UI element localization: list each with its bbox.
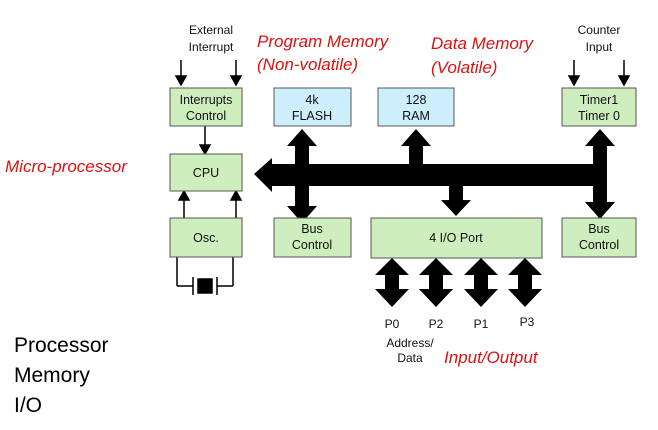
counter-input-label-line2: Input (586, 40, 613, 54)
port-arrow-p0 (375, 258, 409, 307)
data-memory-sublabel: (Volatile) (431, 58, 497, 77)
bus-control-right-line1: Bus (588, 222, 610, 236)
program-memory-sublabel: (Non-volatile) (257, 55, 358, 74)
system-bus (254, 129, 615, 307)
external-interrupt-label-line2: Interrupt (189, 40, 234, 54)
interrupts-control-block: Interrupts Control (169, 87, 243, 127)
timer-label-line2: Timer 0 (578, 109, 620, 123)
summary-memory: Memory (14, 364, 90, 387)
port-label-p2: P2 (429, 317, 444, 331)
io-port-label: 4 I/O Port (429, 231, 483, 245)
microprocessor-label: Micro-processor (5, 157, 128, 176)
data-memory-label: Data Memory (431, 34, 535, 53)
port-label-p0: P0 (385, 317, 400, 331)
counter-input-label-line1: Counter (578, 23, 621, 37)
timer-label-line1: Timer1 (580, 93, 618, 107)
port-arrow-p2 (419, 258, 453, 307)
flash-label-line1: 4k (305, 93, 319, 107)
ram-block: 128 RAM (377, 87, 455, 127)
input-output-label: Input/Output (444, 348, 539, 367)
bus-control-right-block: Bus Control (561, 217, 637, 258)
ram-bus-arrow (401, 129, 431, 166)
summary-io: I/O (14, 394, 42, 417)
port-arrow-p1 (464, 258, 498, 307)
main-bus-arrow (254, 158, 600, 192)
io-bus-arrow (441, 184, 471, 216)
external-interrupt-arrows (174, 60, 243, 87)
port-label-p1: P1 (474, 317, 489, 331)
interrupts-label-line2: Control (186, 109, 226, 123)
bus-control-left-block: Bus Control (273, 217, 352, 258)
summary-processor: Processor (14, 334, 109, 357)
bus-control-left-line1: Bus (301, 222, 323, 236)
address-data-label-line2: Data (397, 351, 423, 365)
io-port-block: 4 I/O Port (370, 217, 543, 259)
interrupts-label-line1: Interrupts (180, 93, 233, 107)
cpu-label: CPU (193, 166, 219, 180)
cpu-block: CPU (169, 153, 243, 192)
program-memory-label: Program Memory (257, 32, 390, 51)
external-interrupt-label-line1: External (189, 23, 233, 37)
cpu-connections (177, 126, 243, 218)
flash-label-line2: FLASH (292, 109, 332, 123)
timer-block: Timer1 Timer 0 (561, 87, 637, 127)
bus-control-left-line2: Control (292, 238, 332, 252)
port-label-p3: P3 (520, 315, 535, 329)
timer-bus-arrow (585, 129, 615, 219)
address-data-label-line1: Address/ (386, 336, 434, 350)
bus-control-right-line2: Control (579, 238, 619, 252)
counter-input-arrows (567, 60, 631, 87)
crystal-icon (176, 257, 234, 295)
osc-label: Osc. (193, 231, 219, 245)
flash-block: 4k FLASH (273, 87, 352, 127)
flash-bus-arrow (287, 129, 317, 223)
port-arrow-p3 (508, 258, 542, 307)
osc-block: Osc. (169, 217, 243, 258)
ram-label-line1: 128 (406, 93, 427, 107)
ram-label-line2: RAM (402, 109, 430, 123)
